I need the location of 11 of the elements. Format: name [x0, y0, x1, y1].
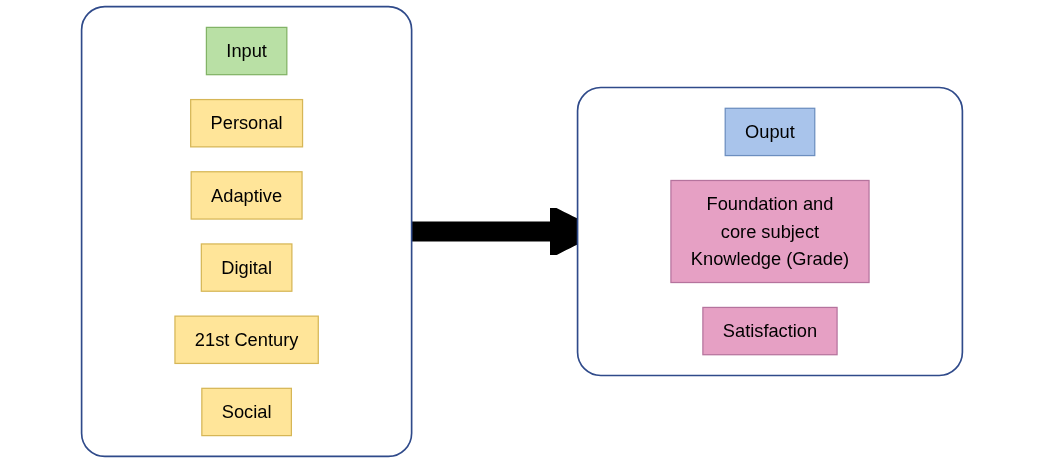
node-box: Social: [201, 387, 292, 437]
node-box: Foundation and core subject Knowledge (Grade): [670, 179, 870, 284]
cluster: [576, 86, 964, 377]
node-box: 21st Century: [174, 315, 319, 365]
node-box: Satisfaction: [702, 306, 838, 356]
node-box: Adaptive: [190, 171, 303, 220]
node-box: Digital: [200, 243, 293, 292]
cluster: [80, 5, 413, 458]
node-box: Personal: [190, 98, 304, 148]
node-box: Ouput: [724, 107, 816, 157]
node-box: Input: [205, 26, 288, 76]
